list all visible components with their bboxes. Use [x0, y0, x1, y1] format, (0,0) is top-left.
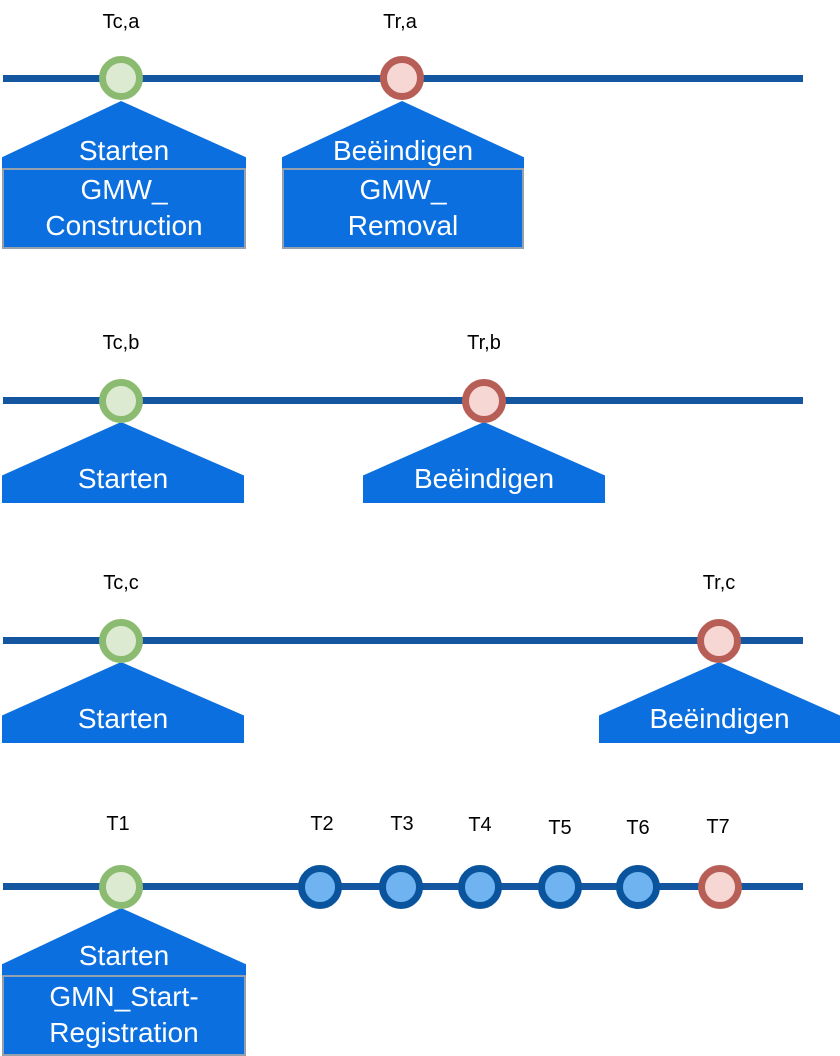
event-flag-shape: Beëindigen: [282, 101, 524, 168]
marker-label-tcb: Tc,b: [102, 332, 140, 354]
event-flag-shape: Starten: [2, 422, 244, 503]
event-flag-label: Beëindigen: [649, 703, 790, 734]
start-marker-tca: [99, 56, 143, 100]
event-flag-shape: Beëindigen: [599, 662, 840, 743]
mid-marker-t2: [298, 865, 342, 909]
event-flag-shape: Starten: [2, 662, 244, 743]
event-box-line2: Construction: [45, 210, 203, 241]
timeline-b-line: [3, 397, 803, 404]
start-marker-tcb: [99, 379, 143, 423]
event-flag-shape: Starten: [2, 101, 246, 168]
event-box-line1: GMN_Start-: [49, 981, 199, 1012]
marker-label-t6: T6: [626, 817, 650, 839]
marker-label-tra: Tr,a: [383, 11, 417, 33]
event-flag-label: Beëindigen: [332, 135, 474, 166]
event-flag-label: Starten: [77, 703, 169, 734]
event-group-starten-b: Starten: [2, 422, 244, 503]
event-flag-shape: Beëindigen: [363, 422, 605, 503]
event-flag-label: Starten: [77, 463, 169, 494]
marker-label-trb: Tr,b: [467, 332, 501, 354]
marker-label-t4: T4: [468, 814, 492, 836]
start-marker-tcc: [99, 619, 143, 663]
marker-label-t5: T5: [548, 817, 572, 839]
mid-marker-t5: [538, 865, 582, 909]
mid-marker-t6: [616, 865, 660, 909]
event-box-line2: Registration: [49, 1017, 199, 1048]
event-group-starten-c: Starten: [2, 662, 244, 743]
end-marker-trc: [697, 619, 741, 663]
event-group-beeindigen-b: Beëindigen: [363, 422, 605, 503]
end-marker-tra: [380, 56, 424, 100]
mid-marker-t3: [379, 865, 423, 909]
event-group-gmn-start-registration: Starten GMN_Start- Registration: [2, 908, 246, 1056]
event-box: GMW_ Construction: [2, 168, 246, 249]
marker-label-t1: T1: [106, 813, 130, 835]
event-flag-shape: Starten: [2, 908, 246, 975]
marker-label-t3: T3: [390, 813, 414, 835]
event-group-gmw-construction: Starten GMW_ Construction: [2, 101, 246, 249]
marker-label-tca: Tc,a: [102, 11, 140, 33]
event-group-beeindigen-c: Beëindigen: [599, 662, 840, 743]
event-flag-label: Beëindigen: [413, 463, 555, 494]
event-flag-label: Starten: [78, 940, 170, 971]
event-flag-label: Starten: [78, 135, 170, 166]
marker-label-trc: Tr,c: [702, 572, 736, 594]
start-marker-t1: [99, 865, 143, 909]
event-box-line1: GMW_: [359, 174, 447, 205]
marker-label-t2: T2: [310, 813, 334, 835]
marker-label-t7: T7: [706, 816, 730, 838]
mid-marker-t4: [458, 865, 502, 909]
marker-label-tcc: Tc,c: [103, 572, 139, 594]
event-box-line1: GMW_: [80, 174, 168, 205]
end-marker-t7: [698, 865, 742, 909]
timeline-c-line: [3, 637, 803, 644]
end-marker-trb: [462, 379, 506, 423]
event-box: GMN_Start- Registration: [2, 975, 246, 1056]
event-box-line2: Removal: [347, 210, 459, 241]
event-group-gmw-removal: Beëindigen GMW_ Removal: [282, 101, 524, 249]
event-box: GMW_ Removal: [282, 168, 524, 249]
